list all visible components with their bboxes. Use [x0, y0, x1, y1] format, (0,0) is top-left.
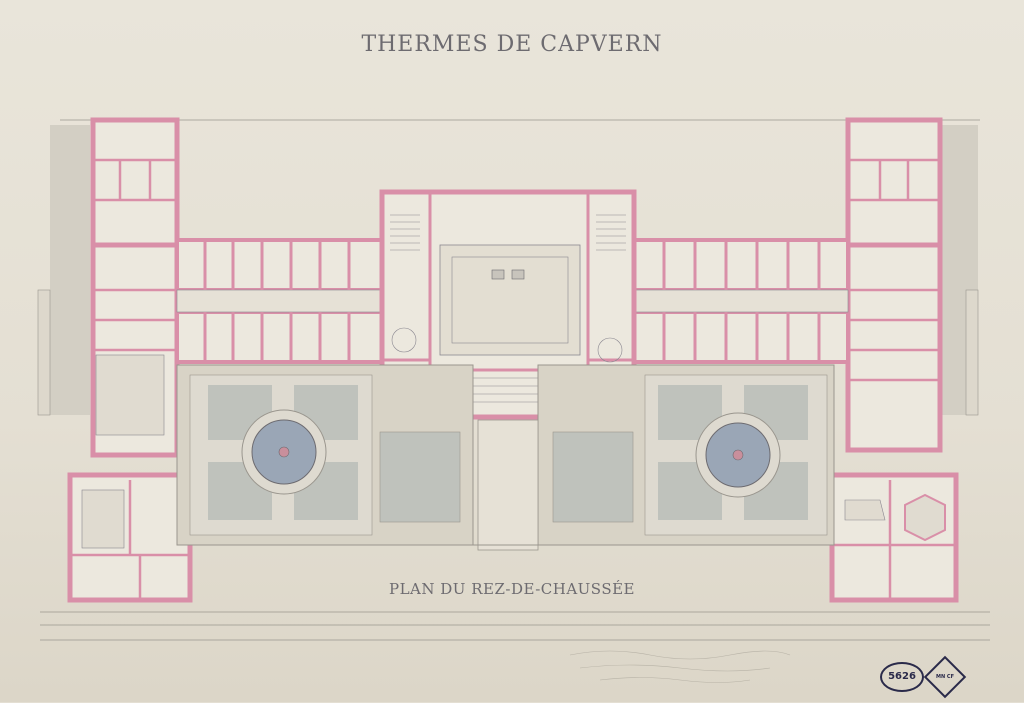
drawing-title: THERMES DE CAPVERN: [361, 32, 663, 57]
left-side-strip: [50, 125, 90, 415]
plan-title: PLAN DU REZ-DE-CHAUSSÉE: [389, 580, 635, 598]
museum-stamp-oval: 5626: [880, 662, 924, 692]
central-hall: [439, 244, 581, 356]
central-walkway: [477, 419, 539, 551]
stamp-number: 5626: [888, 671, 916, 682]
right-wing: [829, 117, 959, 603]
pencil-notes: [569, 650, 791, 683]
right-garden: [537, 364, 835, 546]
stamp-mark: MN CF: [936, 674, 954, 680]
left-garden: [176, 364, 474, 546]
right-cabin-block: [631, 238, 850, 364]
